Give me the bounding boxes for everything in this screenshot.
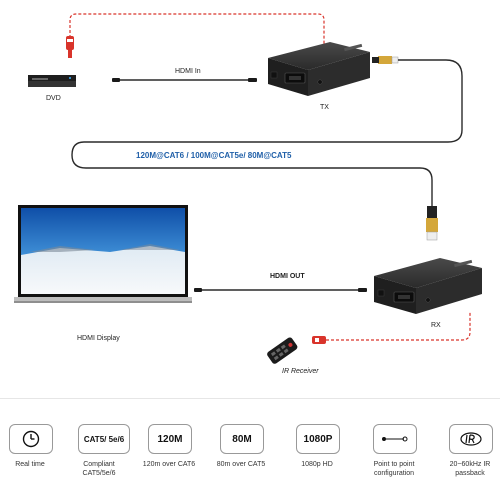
spec-cat: CAT5/ 5e/6 Compliant CAT5/5e/6 <box>69 394 130 484</box>
cat-icon: CAT5/ 5e/6 <box>78 424 130 454</box>
rj45-connector-rx <box>426 206 438 241</box>
ir-tx-line <box>69 13 325 44</box>
spec-80m: 80M 80m over CAT5 <box>211 394 271 484</box>
resolution-icon: 1080P <box>296 424 340 454</box>
dvd-label: DVD <box>46 95 61 102</box>
cable-spec-label: 120M@CAT6 / 100M@CAT5e/ 80M@CAT5 <box>136 151 292 160</box>
spec-ir-passback: 20~60kHz IR passback <box>440 394 500 484</box>
hdmi-in-label: HDMI In <box>175 68 201 75</box>
rx-device <box>374 258 482 314</box>
remote-control <box>267 337 298 364</box>
hdmi-out-label: HDMI OUT <box>270 273 305 280</box>
hdmi-display-label: HDMI Display <box>77 335 120 342</box>
spec-caption: Compliant CAT5/5e/6 <box>82 461 116 477</box>
spec-point-to-point: Point to point configuration <box>364 394 424 484</box>
spec-caption: Point to point configuration <box>373 461 415 477</box>
ir-receiver-label: IR Receiver <box>282 368 319 375</box>
spec-real-time: Real time <box>0 394 60 484</box>
hdmi-display-tv <box>14 205 192 303</box>
distance-icon: 80M <box>220 424 264 454</box>
diagram-canvas <box>14 13 482 364</box>
spec-caption: Real time <box>15 461 45 468</box>
spec-1080p: 1080P 1080p HD <box>287 394 347 484</box>
rx-label: RX <box>431 322 441 329</box>
rj45-connector-tx <box>372 56 399 64</box>
ir-icon <box>449 424 493 454</box>
ir-rx-line <box>326 312 471 341</box>
point-to-point-icon <box>373 424 417 454</box>
spec-caption: 80m over CAT5 <box>216 461 266 468</box>
tx-device <box>268 42 370 96</box>
ir-receiver <box>312 336 326 344</box>
spec-divider <box>0 398 500 399</box>
network-cable <box>71 59 463 210</box>
spec-120m: 120M 120m over CAT6 <box>139 394 199 484</box>
spec-caption: 1080p HD <box>301 461 333 468</box>
ir-emitter <box>66 36 74 58</box>
clock-icon <box>9 424 53 454</box>
tx-label: TX <box>320 104 329 111</box>
spec-caption: 120m over CAT6 <box>142 461 196 468</box>
distance-icon: 120M <box>148 424 192 454</box>
spec-caption: 20~60kHz IR passback <box>449 461 491 477</box>
dvd-player <box>28 75 76 87</box>
